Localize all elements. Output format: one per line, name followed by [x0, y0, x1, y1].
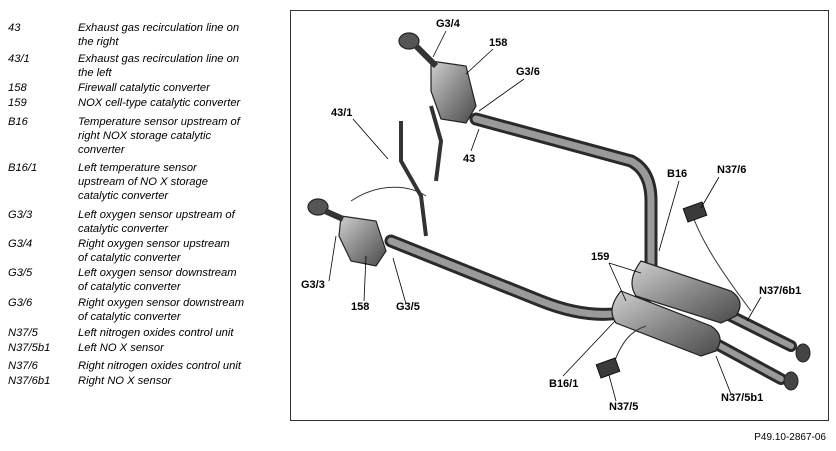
legend-desc: Left NO X sensor	[78, 342, 164, 354]
callout-g3-4: G3/4	[436, 18, 460, 30]
callout-b16: B16	[667, 168, 688, 180]
legend-code: N37/5	[8, 327, 38, 339]
callout-n37-5b1: N37/5b1	[721, 392, 764, 404]
legend-code: 158	[8, 82, 27, 94]
tailpipes	[783, 343, 811, 391]
legend-code: G3/5	[8, 267, 33, 279]
callout-b16-1: B16/1	[549, 378, 579, 390]
legend-code: 43	[8, 22, 21, 34]
legend-code: N37/6	[8, 360, 38, 372]
legend-code: N37/6b1	[8, 375, 51, 387]
leader-lines	[328, 30, 762, 402]
callout-43-1: 43/1	[331, 107, 353, 119]
exhaust-diagram: G3/4 158 G3/6 43/1 43 B16 N37/6 159 G3/3…	[290, 10, 829, 421]
egr-lines	[399, 105, 444, 237]
legend-code: G3/4	[8, 238, 33, 250]
legend-desc: Firewall catalytic converter	[78, 82, 210, 94]
legend-code: B16	[8, 116, 28, 128]
callout-158-left: 158	[351, 301, 370, 313]
legend-desc: NOX cell-type catalytic converter	[78, 97, 241, 109]
callout-g3-6: G3/6	[516, 66, 540, 78]
firewall-catalytic-converters	[307, 32, 477, 267]
legend-code: N37/5b1	[8, 342, 51, 354]
exhaust-pipes	[384, 112, 797, 385]
callout-n37-6: N37/6	[717, 164, 747, 176]
nox-catalytic-converters	[611, 260, 741, 357]
callout-g3-5: G3/5	[396, 301, 420, 313]
nox-control-units	[595, 201, 708, 379]
legend-desc: Left nitrogen oxides control unit	[78, 327, 234, 339]
callout-158-right: 158	[489, 37, 508, 49]
callout-159: 159	[591, 251, 610, 263]
callout-g3-3: G3/3	[301, 279, 325, 291]
legend-code: 43/1	[8, 53, 30, 65]
legend-code: 159	[8, 97, 27, 109]
legend-desc: Right NO X sensor	[78, 375, 172, 387]
figure-reference: P49.10-2867-06	[754, 432, 826, 443]
exhaust-system-illustration	[307, 30, 811, 402]
callout-n37-5: N37/5	[609, 401, 639, 413]
callout-43: 43	[463, 153, 476, 165]
callout-n37-6b1: N37/6b1	[759, 285, 802, 297]
legend-desc: Right nitrogen oxides control unit	[78, 360, 241, 372]
legend-code: G3/3	[8, 209, 33, 221]
legend-code: B16/1	[8, 162, 38, 174]
legend-code: G3/6	[8, 297, 33, 309]
